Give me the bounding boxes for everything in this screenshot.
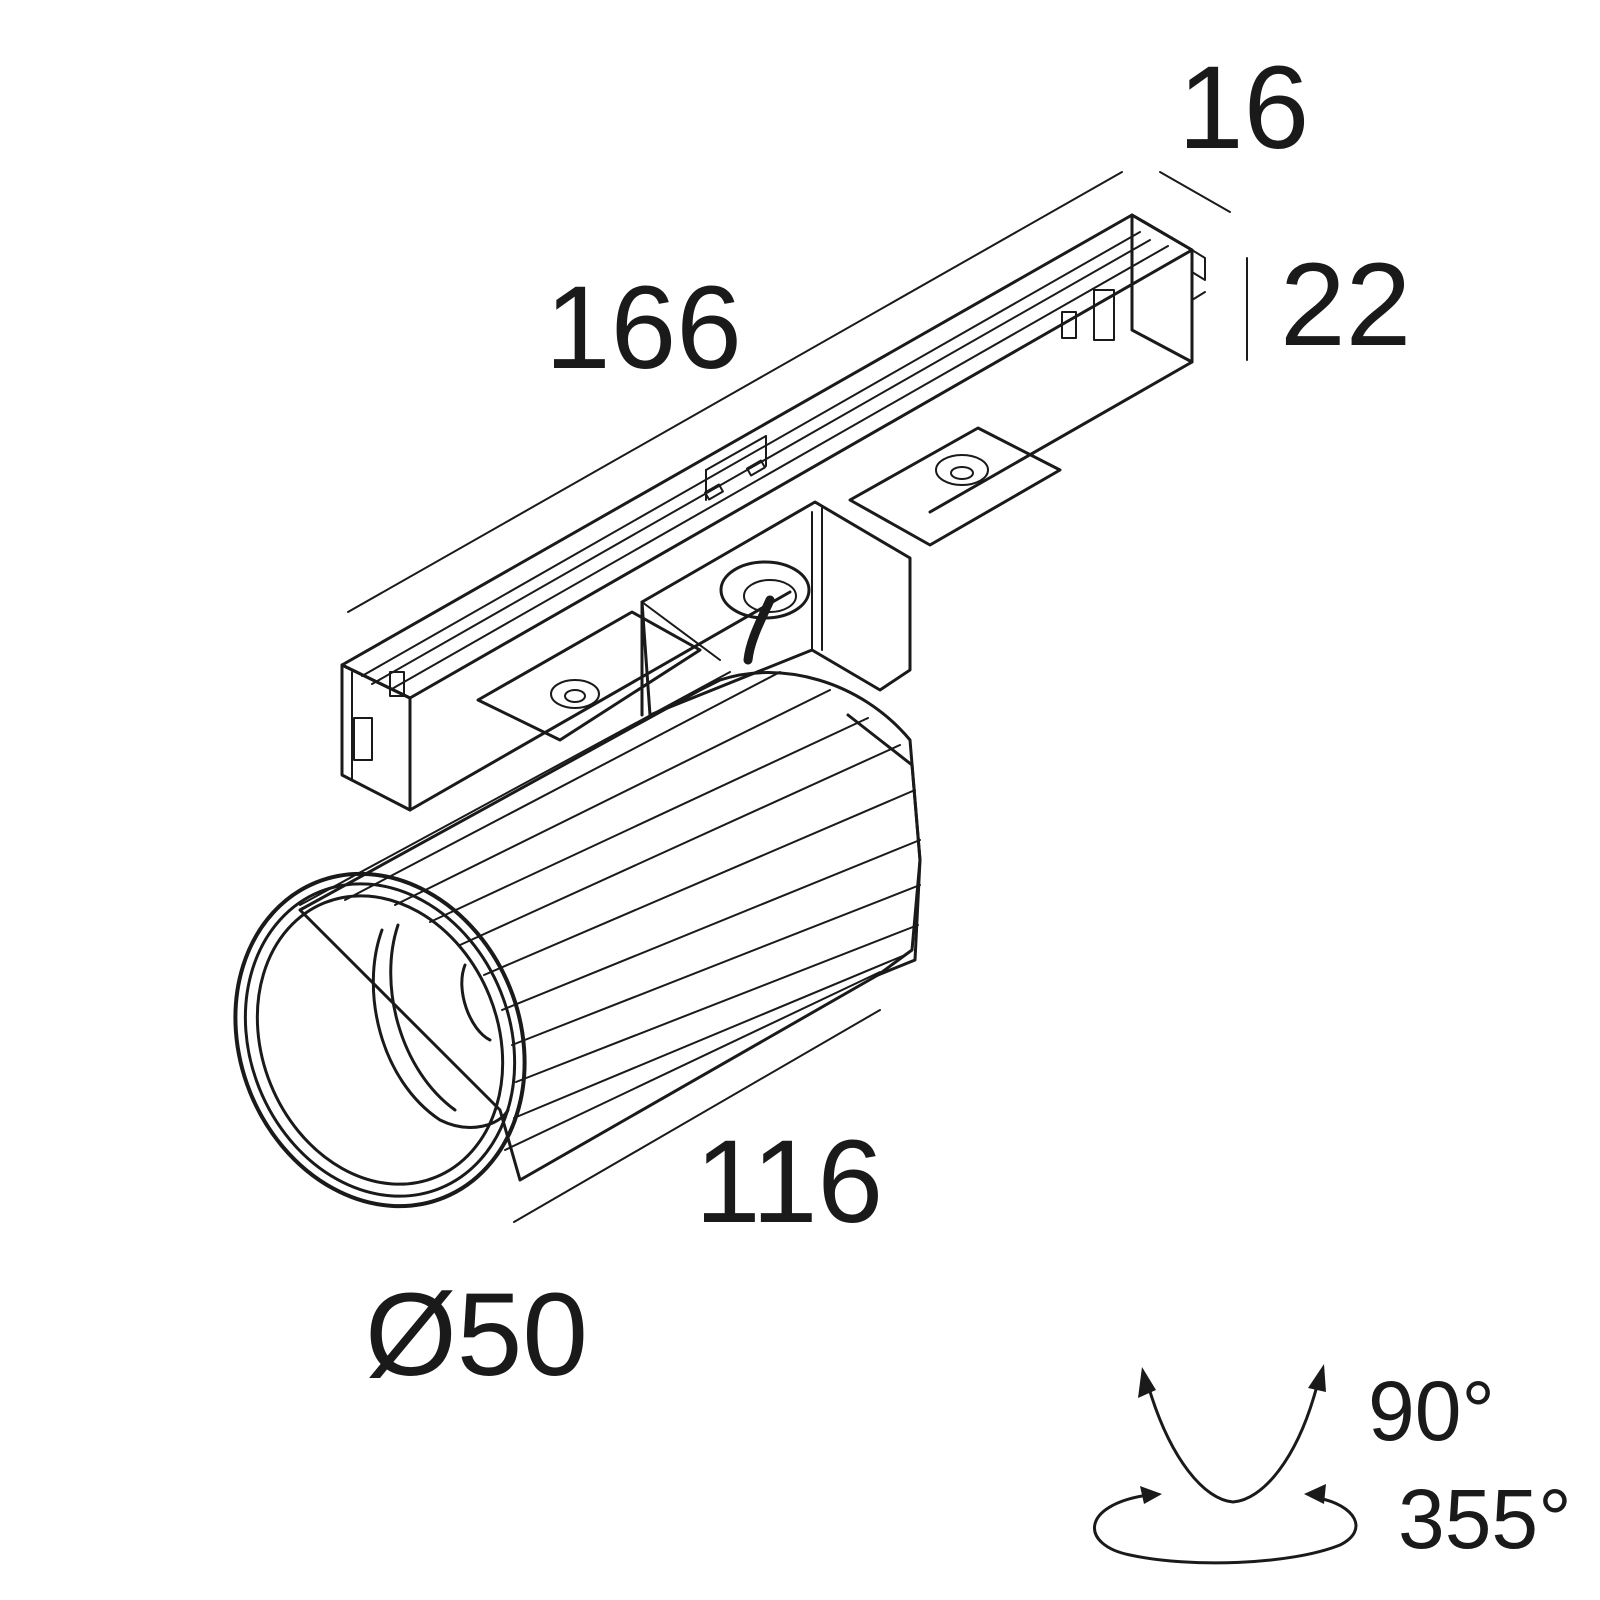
rib <box>459 744 901 946</box>
mounting-brackets <box>476 426 1062 742</box>
adapter-contact-right-small <box>1061 311 1077 339</box>
rib <box>513 954 906 1119</box>
rib <box>483 789 916 976</box>
rib <box>429 717 869 923</box>
screw-left <box>550 679 600 709</box>
pivot-inner <box>743 579 797 613</box>
dim-track-length: 166 <box>545 262 742 394</box>
adapter-contact-right <box>1093 289 1115 341</box>
rotation-pan-label: 355° <box>1398 1472 1572 1566</box>
adapter-clip <box>1191 249 1206 281</box>
body-ribs <box>299 671 921 1151</box>
track-adapter <box>340 213 1206 812</box>
adapter-contact-left <box>353 717 373 761</box>
rib <box>501 839 921 1011</box>
front-bezel-outer <box>233 871 527 1209</box>
adapter-slot <box>704 483 724 501</box>
screw-right <box>935 454 989 486</box>
pan-ellipse <box>1093 1493 1358 1565</box>
rib <box>515 924 919 1083</box>
adapter-right-end <box>1130 213 1194 364</box>
pan-arrow-right-icon <box>1304 1484 1326 1504</box>
rotation-tilt-label: 90° <box>1368 1364 1495 1458</box>
reflector-edge <box>371 928 510 1129</box>
screw-right-head <box>950 466 974 480</box>
bracket-right <box>848 426 1062 547</box>
rib <box>511 884 921 1046</box>
arm-edge <box>641 601 721 661</box>
rib <box>504 971 881 1151</box>
swivel-arm <box>640 500 912 717</box>
adapter-bottom-edge <box>928 360 1194 514</box>
rib <box>394 689 831 906</box>
dim-line-track-length <box>347 171 1123 613</box>
screw-left-head <box>564 689 586 703</box>
adapter-contact-left-small <box>389 671 405 697</box>
dim-diameter: Ø50 <box>365 1269 588 1401</box>
dim-line-body-length <box>513 1009 881 1223</box>
dim-track-width: 16 <box>1178 42 1309 174</box>
dimension-lines <box>347 171 1248 1223</box>
tilt-arrow-right-icon <box>1308 1364 1326 1392</box>
rib <box>344 671 781 901</box>
dim-line-track-width <box>1159 171 1231 213</box>
adapter-bottom-edge <box>408 590 792 812</box>
rotation-symbol <box>1093 1364 1358 1565</box>
dim-track-height: 22 <box>1280 239 1411 371</box>
rib <box>299 671 731 906</box>
pan-arrow-left-icon <box>1140 1486 1162 1504</box>
bracket-left <box>476 610 702 742</box>
adapter-groove-line <box>389 245 1169 691</box>
cable <box>743 595 775 665</box>
tilt-arrow-left-icon <box>1138 1367 1156 1398</box>
body-back-cap <box>846 713 922 977</box>
front-bezel-inner <box>255 894 505 1186</box>
adapter-slot <box>746 459 766 477</box>
adapter-segment-line <box>705 435 767 471</box>
spotlight-body <box>233 671 922 1209</box>
body-shell <box>298 671 922 1182</box>
lens <box>460 963 492 1042</box>
reflector-inner <box>389 923 457 1112</box>
tilt-arc <box>1146 1380 1320 1504</box>
adapter-groove-line <box>361 231 1141 677</box>
front-bezel-ring <box>243 882 517 1198</box>
arm-body <box>640 500 912 717</box>
adapter-clip <box>1191 291 1206 301</box>
dim-body-length: 116 <box>695 1116 883 1248</box>
